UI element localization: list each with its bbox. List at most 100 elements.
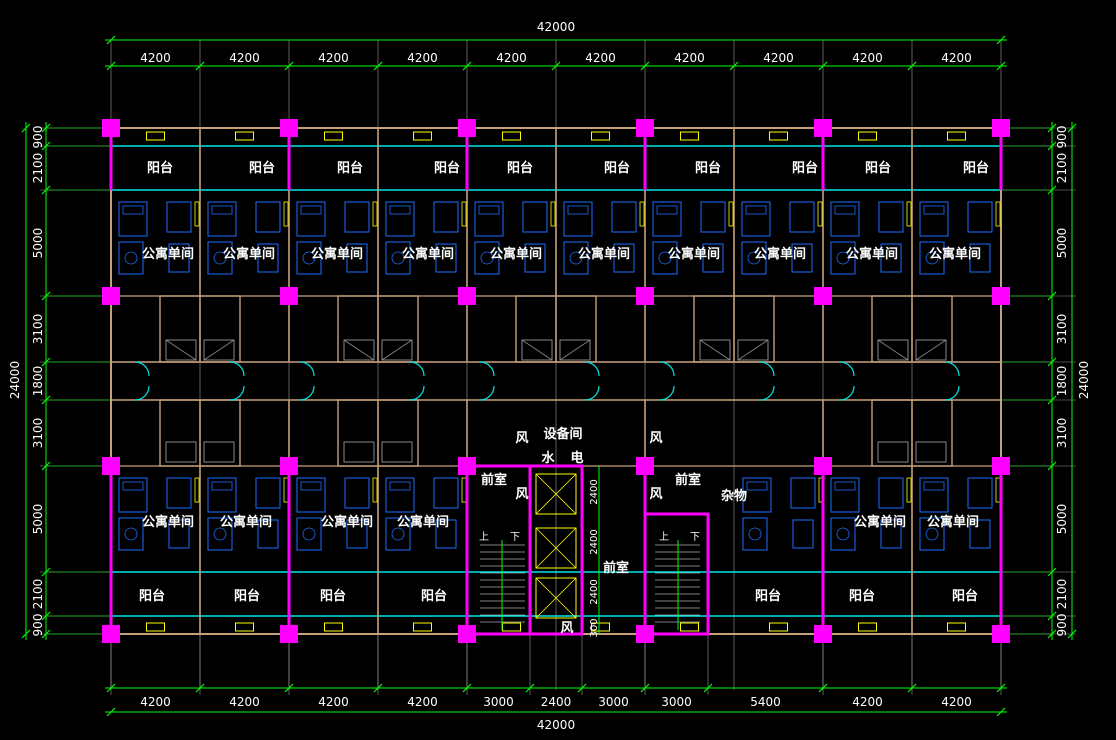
bottom-span-dimension: 4200 (852, 695, 883, 709)
cabinet (257, 243, 279, 273)
door-swing (229, 385, 245, 401)
structural-column (458, 287, 476, 305)
room-label-water: 水 (541, 450, 555, 466)
bottom-span-dimension: 4200 (140, 695, 171, 709)
room-label-balcony: 阳台 (320, 588, 346, 604)
room-label-balcony: 阳台 (139, 588, 165, 604)
cabinet (346, 243, 368, 273)
room-label-unit: 公寓单间 (490, 246, 542, 262)
room-label-unit: 公寓单间 (220, 514, 272, 530)
pillow (746, 481, 768, 491)
cabinet (880, 519, 902, 549)
window-mark (146, 131, 165, 141)
stair-frame-right (643, 512, 710, 636)
left-span-dimension: 1800 (31, 366, 45, 397)
cabinet (969, 243, 991, 273)
pillow (389, 205, 411, 215)
desk (118, 241, 144, 275)
window-mark (591, 131, 610, 141)
room-label-front-room: 前室 (603, 560, 629, 576)
door-swing (944, 361, 960, 377)
wardrobe (344, 201, 370, 233)
closet (194, 201, 200, 227)
room-label-balcony: 阳台 (337, 160, 363, 176)
bottom-total-dimension: 42000 (537, 718, 575, 732)
dimension-tick (996, 683, 1006, 693)
room-label-unit: 公寓单间 (854, 514, 906, 530)
top-span-dimension: 4200 (318, 51, 349, 65)
desk (385, 241, 411, 275)
left-span-dimension: 2100 (31, 153, 45, 184)
bed (474, 201, 504, 237)
bed (830, 201, 860, 237)
room-label-unit: 公寓单间 (397, 514, 449, 530)
dimension-tick (551, 61, 561, 71)
pillow (923, 481, 945, 491)
top-span-dimension: 4200 (496, 51, 527, 65)
furniture-layer (118, 201, 1001, 551)
door-swing (299, 385, 315, 401)
cabinet (524, 243, 546, 273)
dimension-tick (1067, 629, 1077, 639)
door-swing (134, 385, 150, 401)
room-label-balcony: 阳台 (421, 588, 447, 604)
room-label-unit: 公寓单间 (311, 246, 363, 262)
shower-tray (165, 441, 197, 463)
bottom-span-dimension: 5400 (750, 695, 781, 709)
room-label-balcony: 阳台 (952, 588, 978, 604)
door-swing (759, 385, 775, 401)
elevator-car (535, 473, 577, 515)
chair (836, 527, 850, 541)
dimension-tick (907, 61, 917, 71)
dimension-tick (373, 683, 383, 693)
left-span-dimension: 2100 (31, 579, 45, 610)
bed (742, 477, 772, 513)
elevator-dimension: 2400 (589, 479, 600, 504)
shower-tray (521, 339, 553, 361)
stair-frame-left (465, 464, 532, 636)
desk (830, 517, 856, 551)
desk (118, 517, 144, 551)
room-label-wind: 风 (560, 621, 573, 636)
closet (461, 201, 467, 227)
closet (728, 201, 734, 227)
cabinet (346, 519, 368, 549)
right-span-dimension: 900 (1055, 126, 1069, 149)
closet (550, 201, 556, 227)
desk (741, 241, 767, 275)
shower-tray (165, 339, 197, 361)
shower-tray (521, 339, 553, 361)
door-swing (479, 361, 495, 377)
right-span-dimension: 5000 (1055, 504, 1069, 535)
cabinet (435, 519, 457, 549)
room-label-unit: 公寓单间 (929, 246, 981, 262)
chair (302, 527, 316, 541)
right-total-dimension: 24000 (1077, 361, 1091, 399)
left-span-dimension: 5000 (31, 228, 45, 259)
window-mark (947, 131, 966, 141)
elevator-car (535, 577, 577, 619)
pillow (478, 205, 500, 215)
window-mark (680, 622, 699, 632)
elevator-car (535, 577, 577, 619)
window-mark (413, 622, 432, 632)
door-swing (839, 361, 855, 377)
bottom-span-dimension: 4200 (407, 695, 438, 709)
room-label-storage: 杂物 (721, 488, 747, 504)
elevator-dimension: 2400 (589, 579, 600, 604)
desk (385, 517, 411, 551)
closet (906, 201, 912, 227)
top-span-dimension: 4200 (674, 51, 705, 65)
shower-tray (559, 339, 591, 361)
window-mark (769, 131, 788, 141)
door-swing (134, 361, 150, 377)
desk (919, 241, 945, 275)
bottom-span-dimension: 3000 (483, 695, 514, 709)
top-span-dimension: 4200 (229, 51, 260, 65)
shower-tray (559, 339, 591, 361)
right-span-dimension: 3100 (1055, 314, 1069, 345)
desk (207, 517, 233, 551)
bottom-span-dimension: 3000 (661, 695, 692, 709)
